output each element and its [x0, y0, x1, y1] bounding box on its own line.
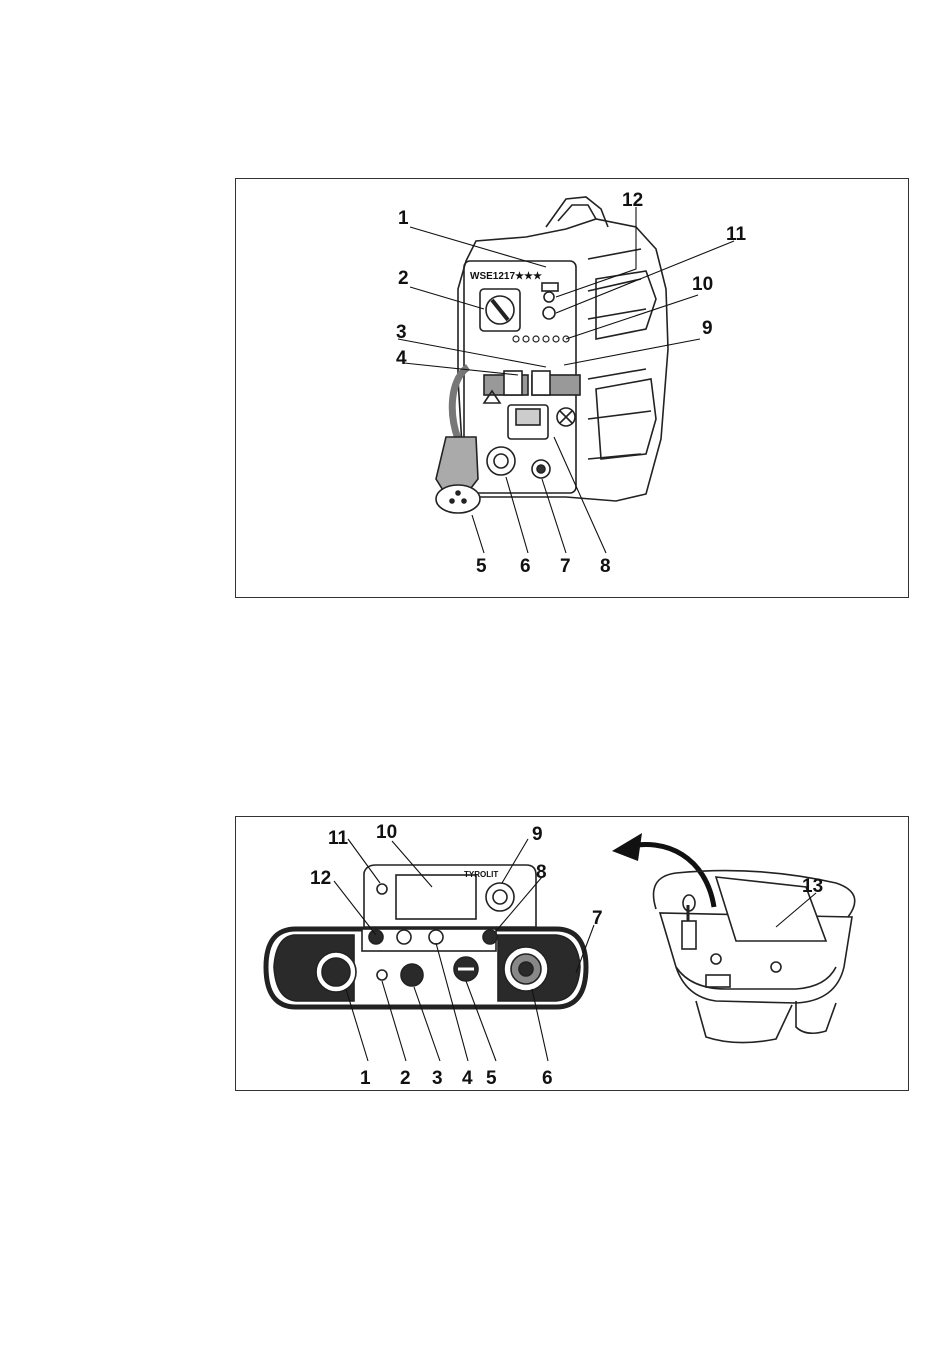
callout-top-9: 9 — [702, 319, 713, 338]
callout-top-5: 5 — [476, 557, 487, 576]
control-panel-drawing: TYROLIT — [236, 817, 910, 1092]
callout-bottom-8: 8 — [536, 863, 547, 882]
callout-bottom-9: 9 — [532, 825, 543, 844]
callout-top-7: 7 — [560, 557, 571, 576]
callout-top-6: 6 — [520, 557, 531, 576]
callout-bottom-4: 4 — [462, 1069, 473, 1088]
callout-bottom-1: 1 — [360, 1069, 371, 1088]
callout-bottom-7: 7 — [592, 909, 603, 928]
callout-bottom-11: 11 — [328, 829, 348, 848]
callout-top-10: 10 — [692, 275, 713, 294]
callout-top-8: 8 — [600, 557, 611, 576]
power-unit-drawing: WSE1217★★★ — [236, 179, 910, 599]
callout-bottom-3: 3 — [432, 1069, 443, 1088]
callout-bottom-13: 13 — [802, 877, 823, 896]
callout-bottom-5: 5 — [486, 1069, 497, 1088]
figure-top-power-unit: WSE1217★★★ 1 2 3 4 5 6 7 8 9 10 11 12 — [235, 178, 909, 598]
callout-top-3: 3 — [396, 323, 407, 342]
brand-label: TYROLIT — [464, 870, 498, 879]
callout-bottom-2: 2 — [400, 1069, 411, 1088]
callout-top-1: 1 — [398, 209, 409, 228]
callout-top-12: 12 — [622, 191, 643, 210]
callout-top-11: 11 — [726, 225, 746, 244]
callout-bottom-12: 12 — [310, 869, 331, 888]
callout-top-2: 2 — [398, 269, 409, 288]
callout-top-4: 4 — [396, 349, 407, 368]
model-label: WSE1217★★★ — [470, 271, 542, 282]
callout-bottom-6: 6 — [542, 1069, 553, 1088]
figure-bottom-control-panel: TYROLIT 1 2 3 4 5 6 7 8 9 10 11 12 13 — [235, 816, 909, 1091]
callout-bottom-10: 10 — [376, 823, 397, 842]
